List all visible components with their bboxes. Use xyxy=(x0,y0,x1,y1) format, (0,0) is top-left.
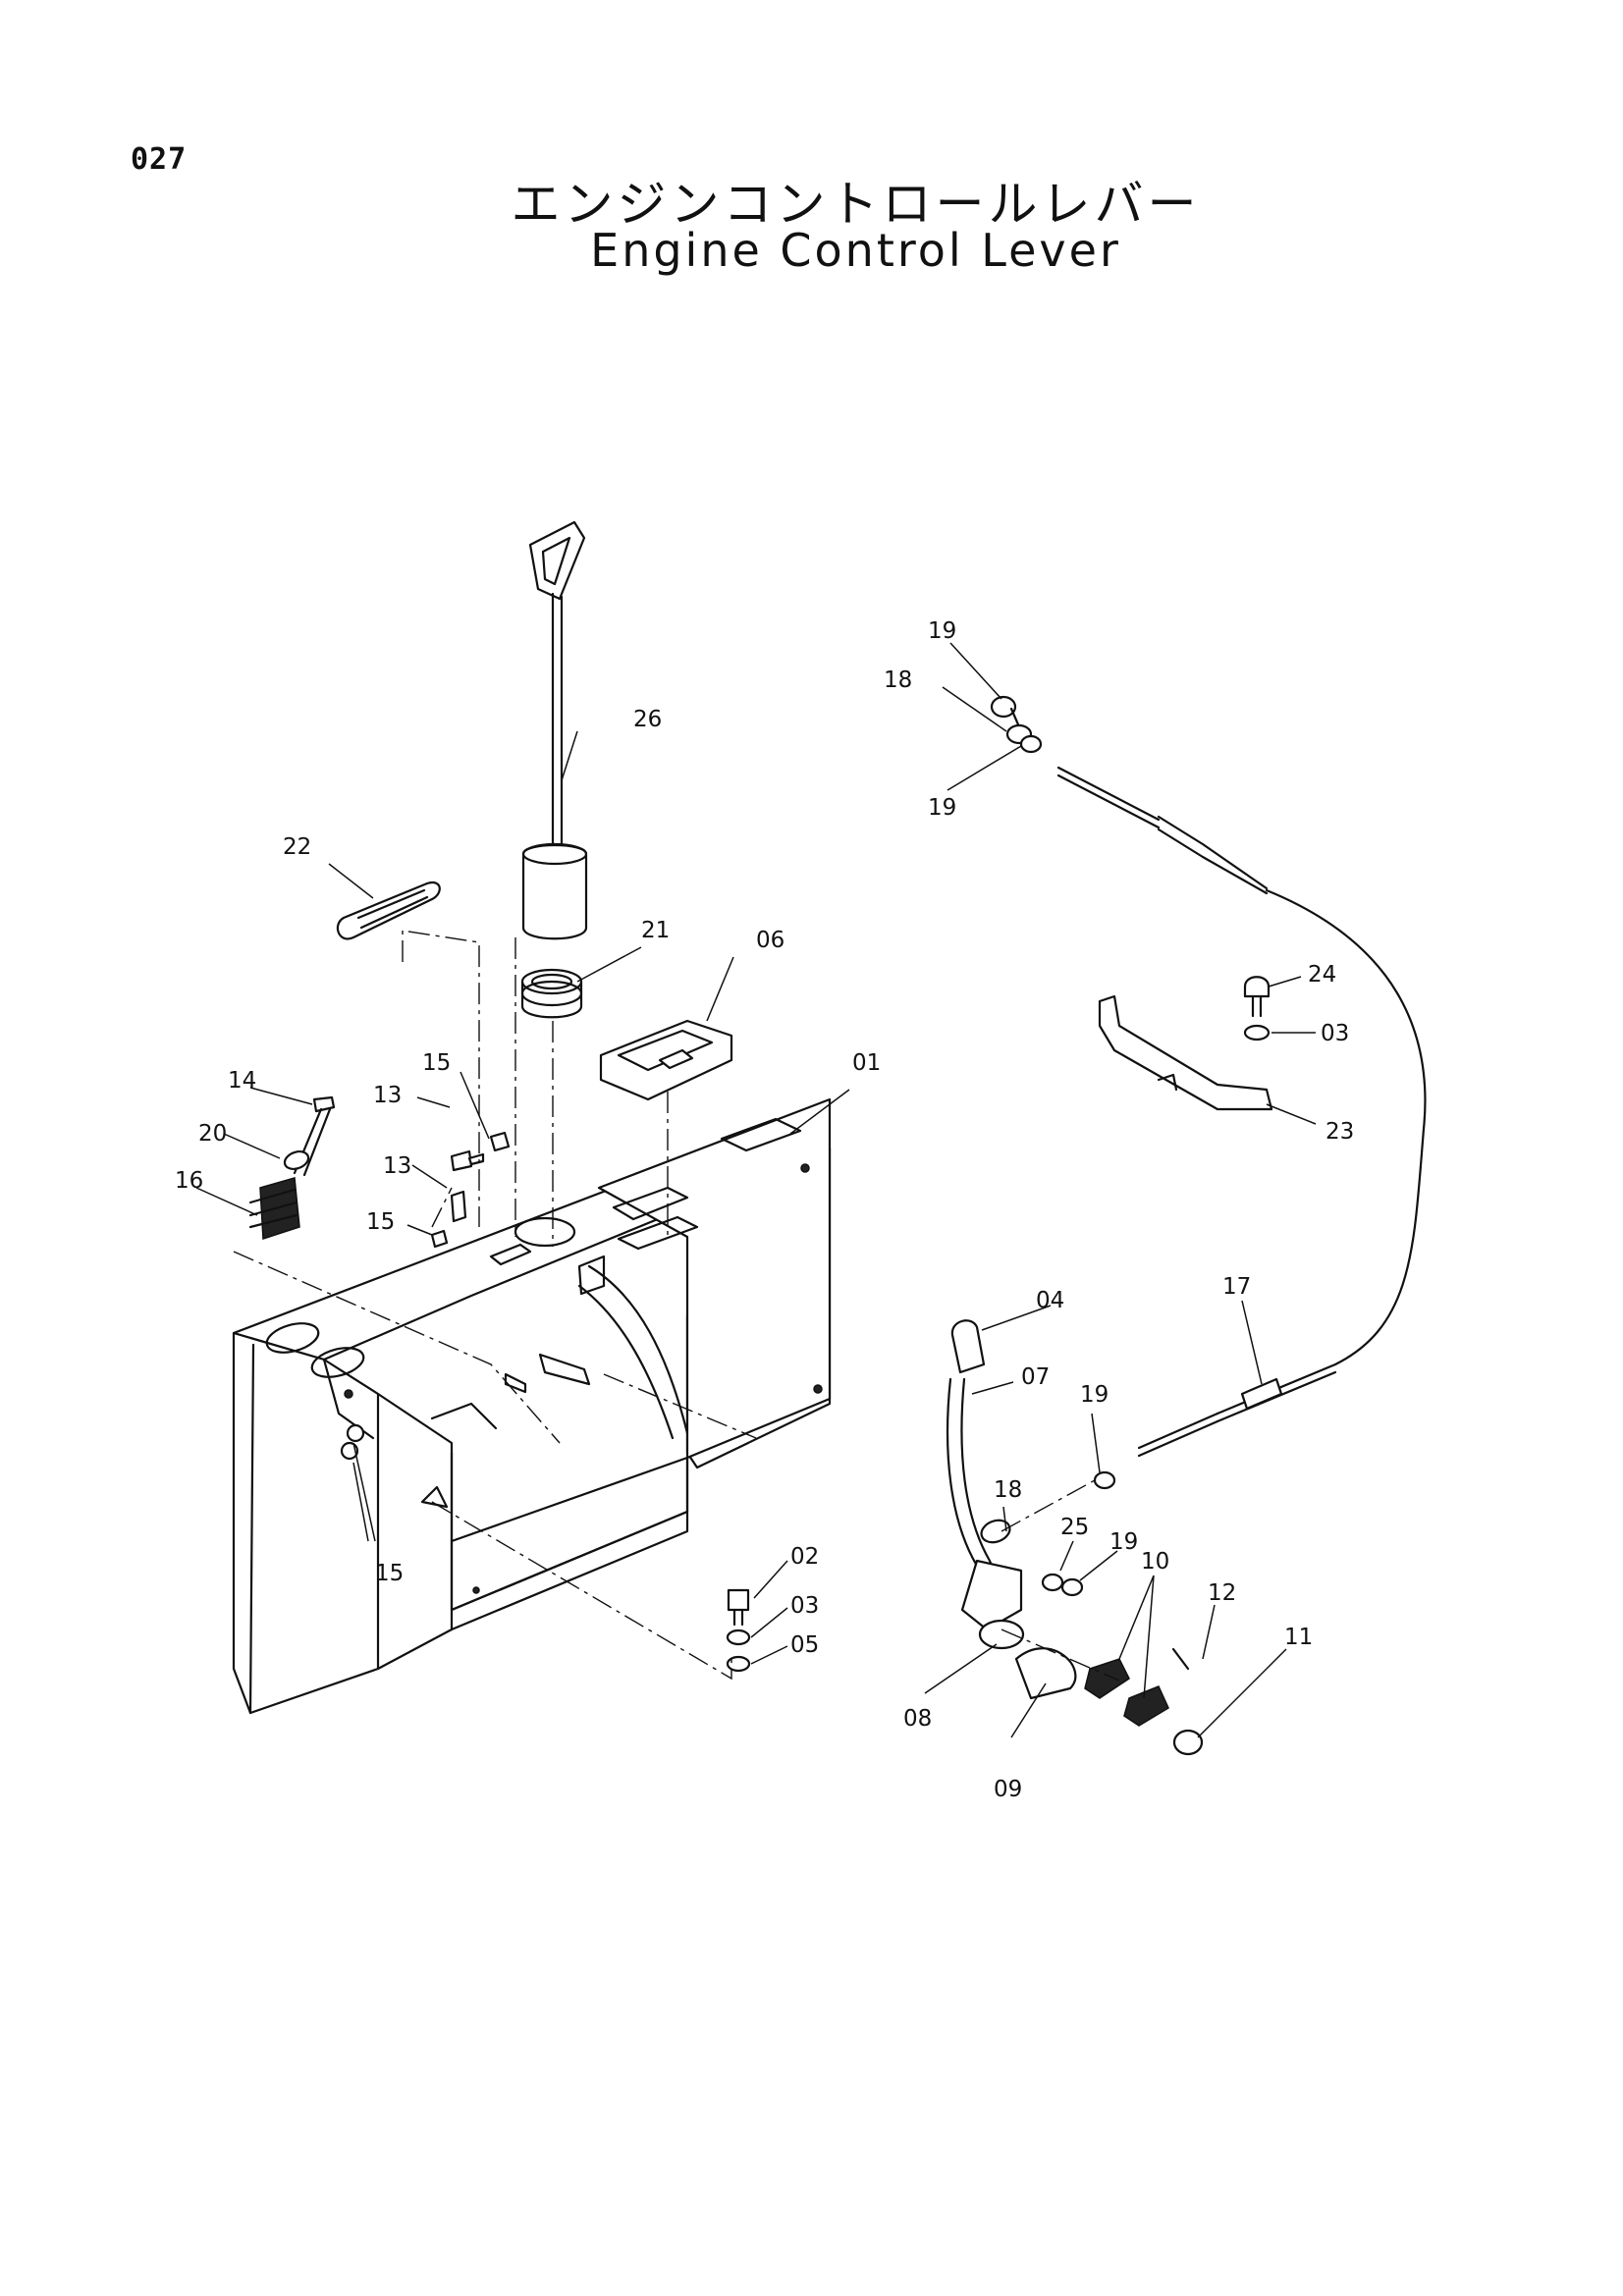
callout-26: 26 xyxy=(633,707,662,732)
lever-26 xyxy=(521,520,588,940)
callout-24: 24 xyxy=(1308,962,1336,988)
callout-03a: 03 xyxy=(1321,1021,1349,1046)
bracket-23 xyxy=(1098,976,1273,1111)
callout-05: 04 xyxy=(1036,1288,1064,1313)
leader-lines xyxy=(195,642,1317,1738)
callout-18a: 18 xyxy=(884,667,912,693)
console-housing xyxy=(232,1097,832,1715)
callout-06: 06 xyxy=(756,928,784,953)
bolt-spring-group xyxy=(248,1095,336,1241)
callout-23: 23 xyxy=(1325,1119,1354,1145)
title-japanese: エンジンコントロールレバー xyxy=(511,176,1201,233)
callout-19b: 19 xyxy=(928,795,956,821)
callout-09: 09 xyxy=(994,1777,1022,1802)
callout-13b: 13 xyxy=(383,1153,411,1179)
callout-12: 12 xyxy=(1208,1580,1236,1606)
cover-06 xyxy=(599,1019,733,1101)
callout-03b: 03 xyxy=(790,1593,819,1619)
callout-13a: 13 xyxy=(373,1083,402,1108)
boot-21 xyxy=(520,968,583,1019)
callout-15c: 15 xyxy=(375,1561,404,1586)
callout-21: 21 xyxy=(641,918,670,943)
callout-22: 22 xyxy=(283,834,311,860)
callout-19c: 19 xyxy=(1080,1382,1109,1408)
callout-15a: 15 xyxy=(422,1050,451,1076)
plate-22 xyxy=(336,881,441,940)
callout-01: 01 xyxy=(852,1050,881,1076)
callout-17: 17 xyxy=(1222,1274,1251,1300)
callout-20: 20 xyxy=(198,1121,227,1147)
callout-19d: 19 xyxy=(1109,1529,1138,1555)
callout-11: 11 xyxy=(1284,1625,1313,1650)
bolt-02-stack xyxy=(726,1588,751,1673)
alignment-lines xyxy=(233,930,1120,1682)
callout-18b: 18 xyxy=(994,1477,1022,1503)
callout-08: 08 xyxy=(903,1706,932,1732)
callout-19a: 19 xyxy=(928,618,956,644)
callout-14: 14 xyxy=(228,1068,256,1094)
callout-04: 05 xyxy=(790,1632,819,1658)
fasteners-13-15 xyxy=(430,1131,511,1249)
callout-07: 07 xyxy=(1021,1364,1050,1390)
throttle-lever xyxy=(946,1319,1204,1756)
callout-16: 16 xyxy=(175,1168,203,1194)
page-number: 027 xyxy=(131,142,188,177)
title-english: Engine Control Lever xyxy=(590,224,1121,277)
callout-25: 25 xyxy=(1060,1515,1089,1540)
callout-02: 02 xyxy=(790,1544,819,1570)
callout-15b: 15 xyxy=(366,1209,395,1235)
control-cable xyxy=(990,695,1427,1490)
callout-labels: 26 22 21 06 01 15 14 13 20 13 16 15 15 1… xyxy=(175,618,1354,1802)
callout-10: 10 xyxy=(1141,1549,1169,1575)
